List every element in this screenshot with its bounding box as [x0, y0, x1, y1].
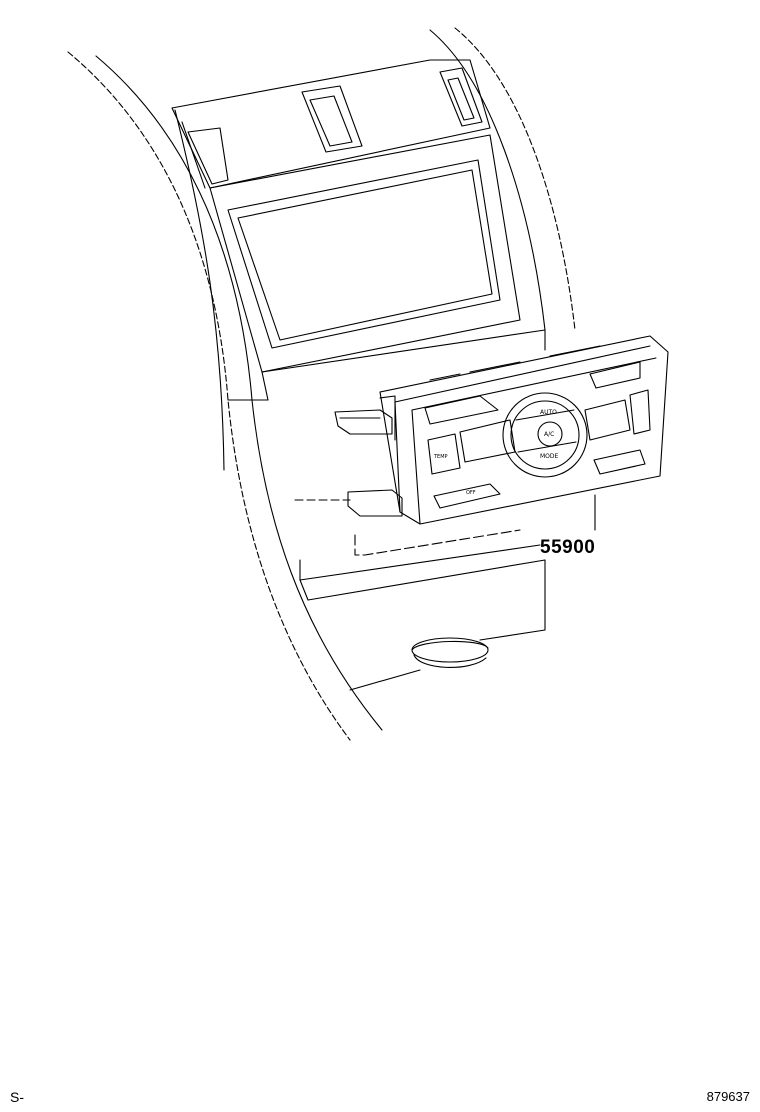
control-dial — [502, 392, 588, 478]
fan-off-button — [433, 483, 501, 509]
center-stack — [227, 329, 546, 691]
part-number-label: 55900 — [540, 537, 596, 558]
mode-label: MODE — [540, 453, 559, 460]
recirculate-button — [424, 395, 499, 425]
illustration-number: 879637 — [706, 1089, 750, 1104]
display-housing — [209, 134, 521, 373]
air-vents — [171, 59, 491, 189]
off-label: OFF — [466, 490, 476, 496]
leader-lines — [294, 417, 596, 556]
temp-left-buttons — [427, 433, 461, 475]
defrost-button — [459, 419, 516, 463]
airflow-button — [584, 399, 631, 441]
temp-right-buttons — [629, 389, 651, 435]
footer-left-code: S- — [10, 1089, 24, 1105]
dashboard-outline — [67, 27, 576, 741]
temp-label: TEMP — [433, 454, 448, 460]
auto-label: AUTO — [540, 409, 557, 416]
climate-control-panel: AUTO A/C MODE TEMP OFF — [334, 335, 669, 525]
rear-defrost-button — [593, 449, 646, 475]
ac-label: A/C — [544, 431, 554, 438]
front-defrost-button — [589, 361, 641, 389]
